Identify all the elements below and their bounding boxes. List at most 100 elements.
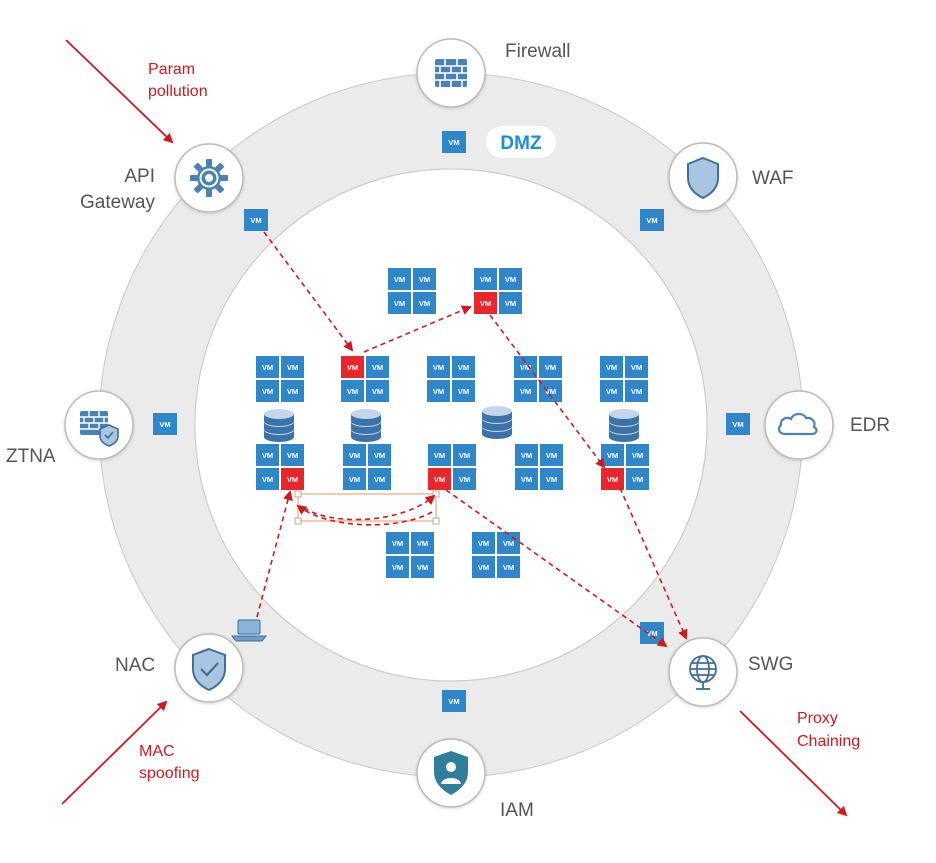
external-attacks [61,39,848,817]
vm [386,532,409,554]
vm [515,468,538,490]
vm [452,380,475,402]
vm-label: VM [374,475,385,484]
databases [264,406,639,442]
vm-label: VM [503,539,514,548]
vm [366,380,389,402]
vm [411,556,434,578]
waf-label: WAF [752,168,794,189]
vm [281,380,304,402]
vm-label: VM [732,420,743,429]
vm-label: VM [505,275,516,284]
path-right-to-swg [619,487,688,640]
vm-label: VM [607,451,618,460]
api-gateway-label-2: Gateway [80,192,155,213]
vm-label: VM [392,539,403,548]
internal-zone [194,168,708,682]
shield-icon [687,156,719,200]
ring-vm-swg: VM [640,622,664,644]
vm-clusters: VM VM VM VM VM VM VM VM VM VM VM VM VM VM VM VM VM VM VM VM… [256,268,649,578]
node-ztna [64,390,134,460]
param-pollution-label-1: Param [148,61,195,78]
path-top-to-right [489,314,606,469]
vm-cluster: VM VM VM VM [600,356,648,402]
node-iam [416,738,486,808]
vm-label: VM [606,363,617,372]
proxy-chaining-label-1: Proxy [797,710,838,727]
vm-label: VM [459,475,470,484]
vm [256,444,279,466]
vm [539,356,562,378]
vm-label: VM [520,387,531,396]
vm-label: VM [448,697,459,706]
compromised-vm [341,356,364,378]
vm [472,532,495,554]
vm-label: VM [545,363,556,372]
vm-label: VM [287,363,298,372]
path-vm-to-top [363,305,472,353]
vm-label: VM [520,363,531,372]
node-edr [764,390,834,460]
vm [472,556,495,578]
vm-label: VM [349,451,360,460]
vm [256,468,279,490]
vm-label: VM [433,387,444,396]
vm-label: VM [419,275,430,284]
dmz-badge: DMZ [486,126,556,158]
vm-label: VM [458,387,469,396]
swg-label: SWG [748,654,793,675]
database-icon [264,409,294,442]
node-waf [668,142,738,212]
vm [497,556,520,578]
vm [256,380,279,402]
vm-label: VM [287,451,298,460]
vm-label: VM [631,363,642,372]
path-laptop-to-vm [256,490,293,618]
vm-label: VM [262,475,273,484]
brick-wall-shield-icon [80,411,119,447]
compromised-vm [281,468,304,490]
vm-label: VM [546,475,557,484]
vm [343,444,366,466]
vm [601,444,624,466]
vm-label: VM [503,563,514,572]
ring-vm-waf: VM [640,209,664,231]
vm-label: VM [262,451,273,460]
vm [600,380,623,402]
vm-label: VM [631,387,642,396]
vm [411,532,434,554]
mac-spoofing-label-1: MAC [139,743,175,760]
mac-spoofing-arrow [61,700,168,805]
param-pollution-label-2: pollution [148,83,208,100]
vm [625,380,648,402]
vm [427,380,450,402]
vm [499,268,522,290]
vm [281,356,304,378]
gear-icon [190,159,228,197]
vm [366,356,389,378]
database-icon [482,406,512,439]
vm [539,380,562,402]
edr-label: EDR [850,415,890,436]
compromised-vm [428,468,451,490]
node-nac [174,633,244,703]
vm [281,444,304,466]
vm-label: VM [287,387,298,396]
vm-label: VM [459,451,470,460]
vm-label: VM [262,387,273,396]
vm-label: VM [606,387,617,396]
vm-label: VM [646,216,657,225]
vm-label: VM [250,216,261,225]
vm-label: VM [521,475,532,484]
vm [368,444,391,466]
vm-label: VM [349,475,360,484]
vm [540,444,563,466]
vm [626,468,649,490]
